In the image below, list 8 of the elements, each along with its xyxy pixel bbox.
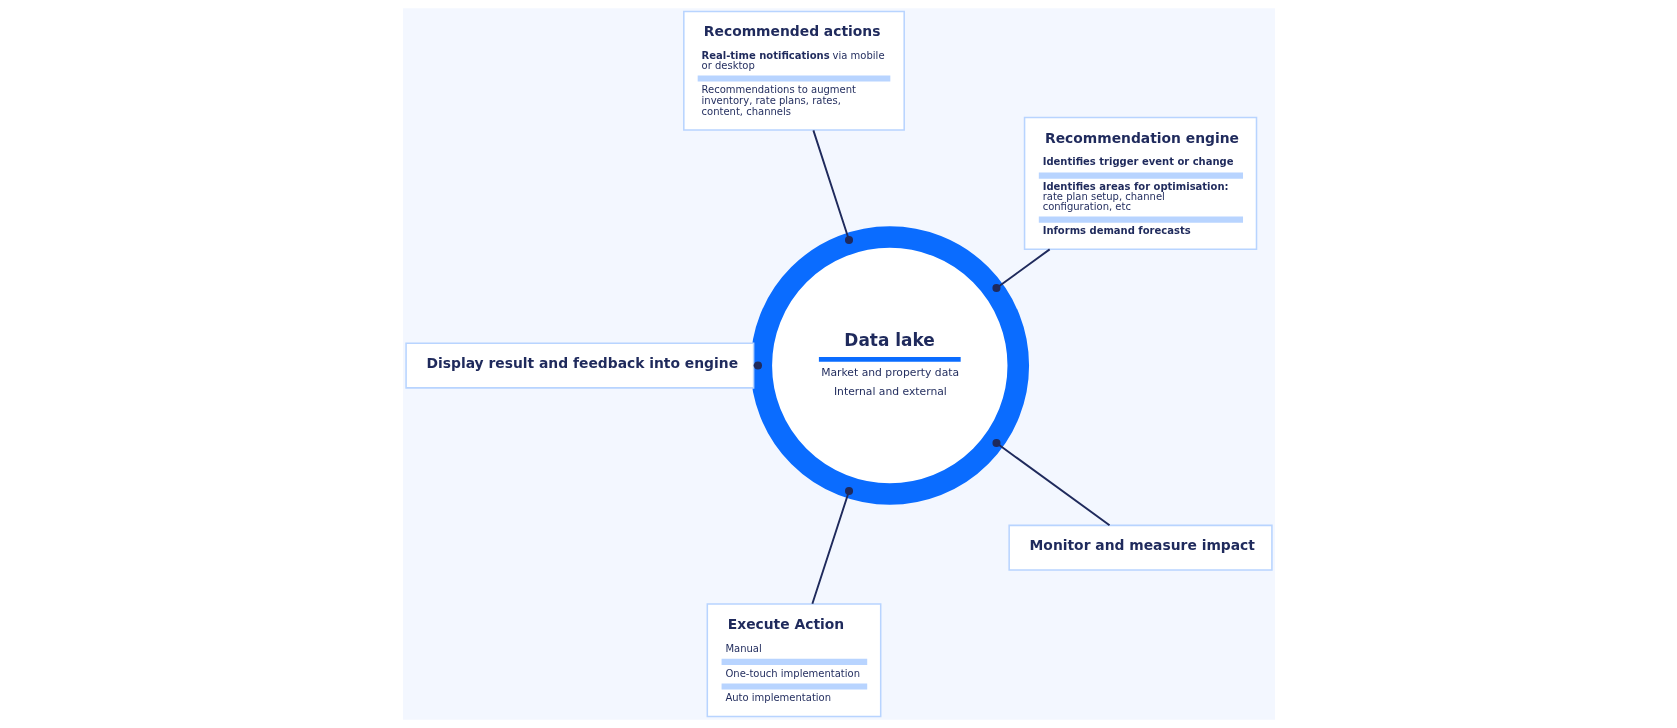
connector (811, 129, 853, 245)
node-box: Execute Action Manual One-touch implementation Auto implementation (706, 603, 881, 718)
connector (991, 248, 1051, 293)
node-box: Recommendation engine Identifies trigger event or change Identifies areas for optimisation: rate plan setup, channel configuration, etc Informs demand forecasts (1023, 116, 1257, 250)
node-box: Monitor and measure impact (1007, 524, 1273, 571)
connector (810, 486, 853, 605)
node-box: Recommended actions Real-time notifications via mobile or desktop Recommendations to augment inventory, rate plans, rates, content, channels (682, 10, 905, 131)
connector (991, 439, 1110, 527)
